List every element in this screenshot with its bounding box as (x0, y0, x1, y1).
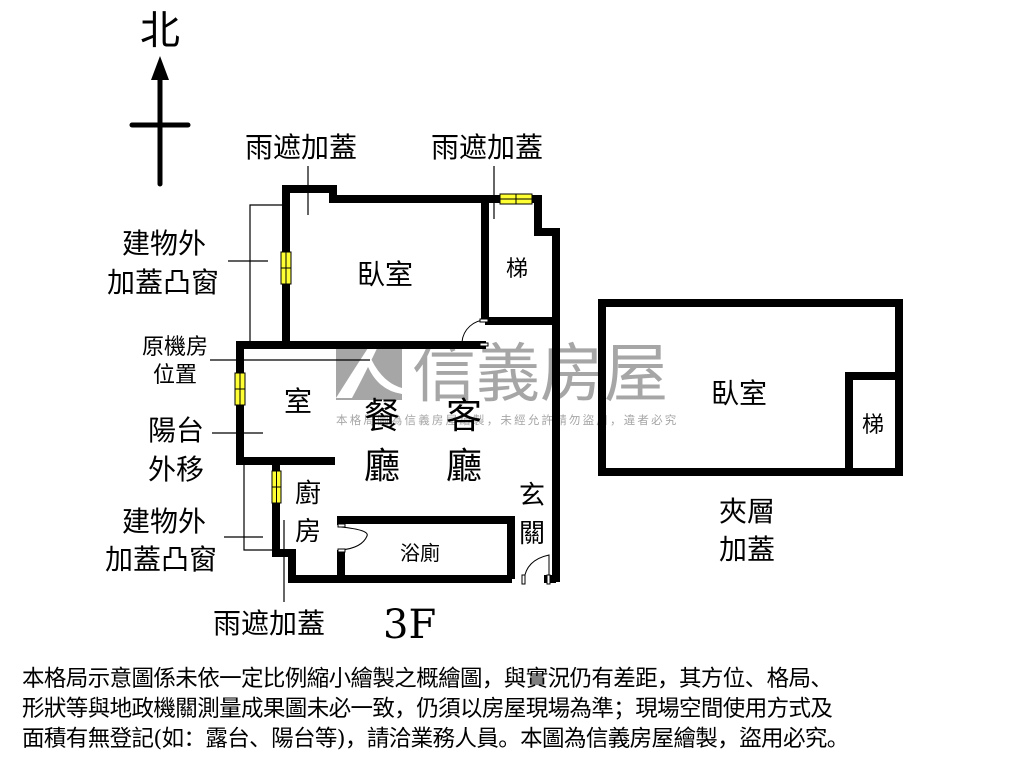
room-room: 室 (284, 385, 312, 418)
annotation-bay-window-bottom-1: 建物外 (122, 505, 206, 538)
windows (234, 193, 533, 504)
doors (337, 318, 551, 585)
annotation-bay-window-bottom-2: 加蓋凸窗 (105, 543, 217, 576)
annotation-bay-window-top-1: 建物外 (122, 227, 206, 260)
mezzanine-walls (598, 299, 903, 476)
annotation-rain-shelter-top-right: 雨遮加蓋 (431, 131, 543, 164)
sinyi-logo-icon (336, 342, 402, 400)
window-stairs-north (499, 193, 533, 205)
watermark-brand: 信義房屋 (412, 338, 668, 412)
window-kitchen-west (271, 470, 282, 504)
room-entrance-1: 玄 (519, 481, 545, 511)
room-entrance-2: 關 (519, 519, 545, 549)
annotation-mezzanine-2: 加蓋 (719, 533, 775, 566)
disclaimer-line-2: 形狀等與地政機關測量成果圖未必一致，仍須以房屋現場為準；現場空間使用方式及 (22, 696, 833, 722)
annotation-rain-shelter-top-left: 雨遮加蓋 (245, 131, 357, 164)
room-labels: 臥室 梯 室 餐 廳 客 廳 廚 房 浴廁 玄 關 臥室 梯 (284, 257, 884, 565)
annotation-machine-room-1: 原機房 (142, 335, 208, 360)
annotation-balcony-2: 外移 (148, 453, 204, 486)
window-bedroom-west (280, 251, 292, 285)
annotation-balcony-1: 陽台 (148, 414, 204, 447)
annotation-rain-shelter-bottom: 雨遮加蓋 (213, 607, 325, 640)
room-kitchen-2: 房 (295, 517, 321, 547)
floor-label: 3F (383, 602, 436, 648)
floor-plan: 信義房屋 本格局圖為信義房屋繪製，未經允許請勿盜用，違者必究 北 (105, 8, 903, 648)
door-swing-bathroom (340, 526, 368, 551)
watermark-notice: 本格局圖為信義房屋繪製，未經允許請勿盜用，違者必究 (336, 413, 679, 427)
mezzanine-stairs: 梯 (862, 413, 884, 438)
north-arrow-icon: 北 (129, 8, 191, 187)
annotation-mezzanine-1: 夾層 (719, 495, 775, 528)
annotation-bay-window-top-2: 加蓋凸窗 (107, 266, 219, 299)
room-stairs: 梯 (506, 257, 528, 282)
disclaimer-line-1: 本格局示意圖係未依一定比例縮小繪製之概繪圖，與實況仍有差距，其方位、格局、 (22, 666, 833, 692)
annotation-labels: 雨遮加蓋 雨遮加蓋 建物外 加蓋凸窗 原機房 位置 陽台 外移 建物外 加蓋凸窗… (105, 131, 775, 640)
room-living-1: 客 (446, 396, 482, 437)
window-room-west (234, 372, 246, 406)
disclaimer: 本格局示意圖係未依一定比例縮小繪製之概繪圖，與實況仍有差距，其方位、格局、 形狀… (22, 664, 1012, 754)
disclaimer-line-3: 面積有無登記(如：露台、陽台等)，請洽業務人員。本圖為信義房屋繪製，盜用必究。 (22, 726, 849, 752)
room-dining-1: 餐 (364, 396, 400, 437)
annotation-machine-room-2: 位置 (153, 363, 197, 388)
room-bedroom: 臥室 (357, 258, 413, 291)
mezzanine-bedroom: 臥室 (711, 377, 767, 410)
room-dining-2: 廳 (364, 446, 400, 487)
room-living-2: 廳 (446, 446, 482, 487)
room-kitchen-1: 廚 (295, 479, 321, 509)
watermark: 信義房屋 本格局圖為信義房屋繪製，未經允許請勿盜用，違者必究 (336, 338, 679, 427)
room-bathroom: 浴廁 (400, 541, 440, 565)
north-label: 北 (140, 8, 180, 54)
